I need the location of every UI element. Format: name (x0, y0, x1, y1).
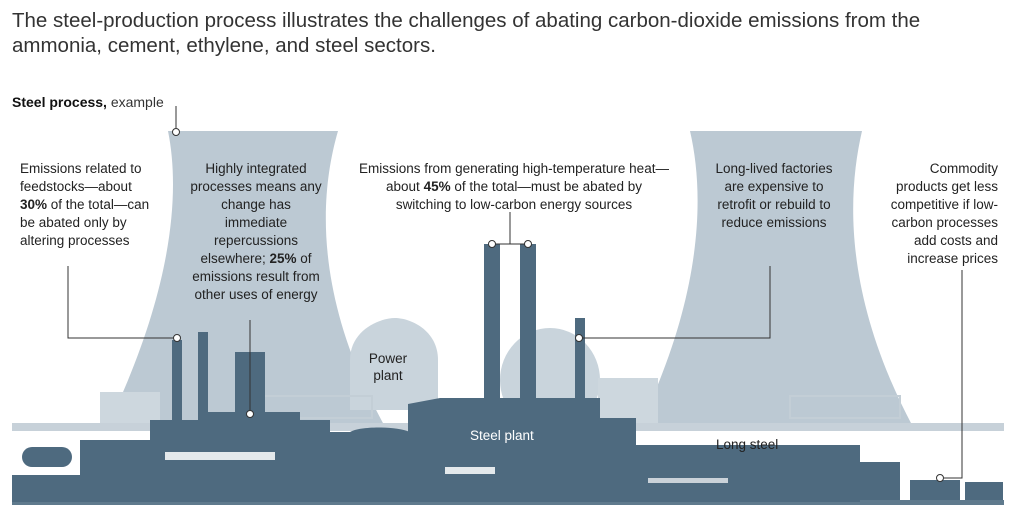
long-steel-shed (636, 445, 860, 502)
annotation-commodity: Commodity products get less competitive … (890, 161, 998, 266)
dot-heat-a (488, 240, 496, 248)
bulldozer (860, 462, 900, 500)
dot-integrated-top (172, 128, 180, 136)
shed-left-2 (12, 475, 82, 502)
dot-feedstocks (173, 334, 181, 342)
dot-integrated (246, 410, 254, 418)
stack-c (575, 318, 585, 408)
truck-1 (760, 482, 810, 500)
ground-base (12, 500, 1004, 505)
subtitle-bold: Steel process, (12, 94, 107, 110)
subtitle: Steel process, example (12, 94, 164, 110)
annotation-integrated: Highly integrated processes means any ch… (190, 161, 322, 302)
left-factory-windows (165, 452, 275, 460)
shed-left (80, 440, 150, 502)
bg-truss-2 (789, 395, 901, 419)
power-plant-dome (350, 318, 438, 410)
truck-3 (965, 482, 1003, 500)
steel-plant-slot (445, 467, 495, 474)
callout-feedstocks (67, 266, 176, 339)
annotation-heat: Emissions from generating high-temperatu… (359, 161, 669, 212)
subtitle-rest: example (106, 94, 164, 110)
dot-factories (575, 334, 583, 342)
callout-lines (67, 106, 963, 479)
tank-left (22, 447, 72, 467)
truck-2 (910, 480, 960, 500)
annotation-feedstocks: Emissions related to feedstocks—about 30… (20, 161, 150, 248)
stack-b (520, 244, 536, 404)
label-steel-plant: Steel plant (470, 428, 534, 443)
left-factory (150, 412, 410, 502)
cooling-tower-right (640, 131, 912, 425)
chimney-2 (198, 332, 208, 430)
callout-factories (579, 266, 771, 339)
chimney-1 (172, 340, 182, 430)
bg-building-1 (100, 392, 160, 425)
label-power-plant: Power plant (368, 351, 408, 383)
callout-dots (172, 128, 944, 482)
long-steel-rack (648, 478, 728, 483)
steel-plant-building (408, 398, 636, 502)
bg-building-2 (598, 378, 658, 425)
callout-commodity (944, 270, 963, 479)
annotation-factories: Long-lived factories are expensive to re… (715, 161, 833, 230)
headline: The steel-production process illustrates… (12, 9, 921, 57)
dot-heat-b (524, 240, 532, 248)
stack-a (484, 244, 500, 404)
dot-commodity (936, 474, 944, 482)
label-long-steel: Long steel (716, 437, 779, 452)
